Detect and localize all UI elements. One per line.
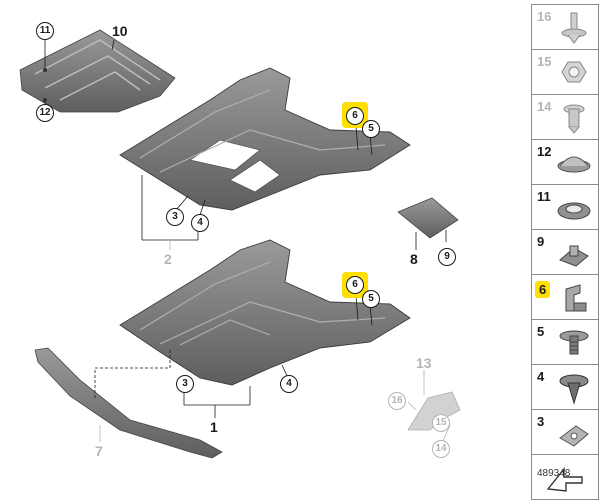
parts-list-icon-wrapper: [554, 324, 594, 362]
parts-list-icon-wrapper: [554, 144, 594, 182]
parts-list-item[interactable]: 3: [531, 409, 599, 455]
parts-list-item[interactable]: 15: [531, 49, 599, 95]
callout-2[interactable]: 2: [164, 251, 172, 267]
push-rivet-icon: [561, 12, 587, 44]
bracket-clip-icon: [565, 284, 587, 312]
parts-list-number: 9: [537, 234, 545, 249]
dome-cap-icon: [557, 156, 591, 173]
callout-3-top[interactable]: 3: [166, 208, 184, 226]
spring-nut-icon: [559, 425, 589, 447]
plastic-rivet-icon: [559, 374, 589, 405]
callout-8[interactable]: 8: [410, 251, 418, 267]
callout-16[interactable]: 16: [388, 392, 406, 410]
parts-list-number: 11: [537, 189, 551, 204]
parts-list-icon-wrapper: [554, 189, 594, 227]
parts-list-icon-wrapper: [554, 234, 594, 272]
parts-list: 16 15 14 12 11 9 6 5 4 3: [531, 4, 599, 500]
parts-list-item[interactable]: 5: [531, 319, 599, 365]
parts-list-item[interactable]: 16: [531, 4, 599, 50]
parts-list-icon-wrapper: [554, 369, 594, 407]
callout-10[interactable]: 10: [112, 23, 128, 39]
part-10-heat-shield: [19, 29, 176, 113]
parts-list-number: 3: [537, 414, 545, 429]
parts-list-number: 5: [537, 324, 545, 339]
document-number: 489348: [537, 468, 571, 479]
callout-7[interactable]: 7: [95, 443, 103, 459]
callout-6-top[interactable]: 6: [346, 107, 364, 125]
hex-nut-icon: [561, 61, 587, 83]
grommet-icon: [557, 202, 591, 220]
callout-3-bottom[interactable]: 3: [176, 375, 194, 393]
parts-list-icon-wrapper: [554, 54, 594, 92]
part-8-cover: [397, 197, 459, 239]
callout-6-bottom[interactable]: 6: [346, 276, 364, 294]
parts-diagram: 11 12 10 6 5 3 4 2 8 9 6 5 3 4 1 7 13 16…: [19, 4, 599, 500]
parts-list-item[interactable]: 4: [531, 364, 599, 410]
parts-list-item[interactable]: 9: [531, 229, 599, 275]
flanged-screw-icon: [559, 330, 589, 355]
parts-list-item[interactable]: 11: [531, 184, 599, 230]
part-7-trim-strip: [34, 347, 223, 459]
parts-list-number: 6: [535, 281, 551, 298]
callout-4-top[interactable]: 4: [191, 214, 209, 232]
callout-1[interactable]: 1: [210, 419, 218, 435]
parts-list-item[interactable]: 6: [531, 274, 599, 320]
parts-list-number: 4: [537, 369, 545, 384]
parts-list-item[interactable]: 12: [531, 139, 599, 185]
part-1-underbody-panel: [119, 239, 411, 386]
callout-5-top[interactable]: 5: [362, 120, 380, 138]
callout-11[interactable]: 11: [36, 22, 54, 40]
part-2-underbody-panel: [119, 67, 411, 211]
callout-13[interactable]: 13: [416, 355, 432, 371]
diagram-drawing: [19, 29, 461, 459]
callout-14[interactable]: 14: [432, 440, 450, 458]
expanding-rivet-icon: [563, 104, 585, 134]
part-13-bracket-ghost: [407, 391, 461, 431]
parts-list-number: 12: [537, 144, 552, 159]
parts-list-number: 16: [537, 9, 552, 24]
clip-nut-icon: [559, 245, 589, 267]
callout-9[interactable]: 9: [438, 248, 456, 266]
parts-list-icon-wrapper: [554, 414, 594, 452]
callout-5-bottom[interactable]: 5: [362, 290, 380, 308]
callout-12[interactable]: 12: [36, 104, 54, 122]
parts-list-icon-wrapper: [554, 279, 594, 317]
parts-list-number: 15: [537, 54, 552, 69]
callout-15[interactable]: 15: [432, 414, 450, 432]
parts-list-item[interactable]: 14: [531, 94, 599, 140]
parts-list-icon-wrapper: [554, 9, 594, 47]
parts-list-number: 14: [537, 99, 552, 114]
callout-4-bottom[interactable]: 4: [280, 375, 298, 393]
parts-list-icon-wrapper: [554, 99, 594, 137]
